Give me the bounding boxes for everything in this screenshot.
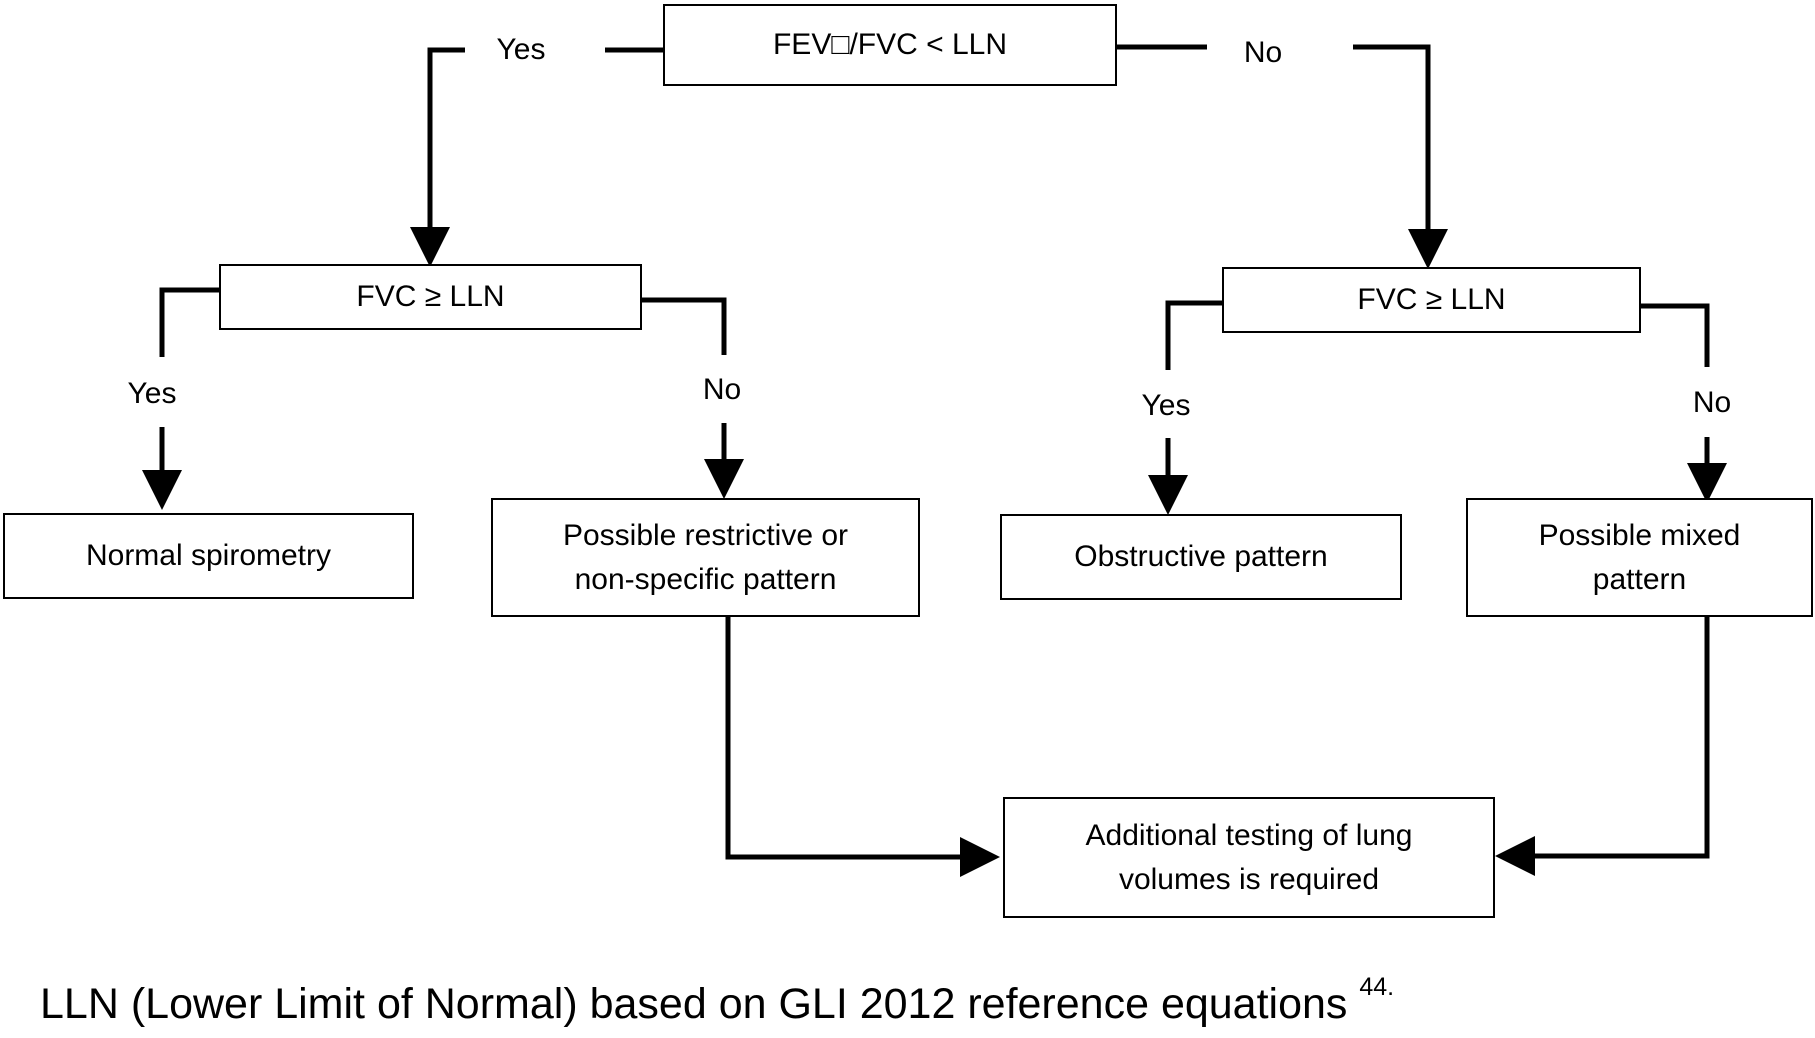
normal-spirometry-box: Normal spirometry (3, 513, 414, 599)
footnote: LLN (Lower Limit of Normal) based on GLI… (40, 973, 1394, 1029)
arrow-root-yes-to-left-test (410, 47, 465, 267)
edge-label-right-no: No (1692, 386, 1732, 419)
root-decision-text: FEV□/FVC < LLN (772, 28, 1008, 61)
mixed-pattern-line-1: Possible mixed (1538, 518, 1741, 552)
additional-testing-box: Additional testing of lung volumes is re… (1003, 797, 1495, 918)
obstructive-pattern-text: Obstructive pattern (1074, 540, 1328, 573)
obstructive-pattern-box: Obstructive pattern (1000, 514, 1402, 600)
left-fvc-decision-text: FVC ≥ LLN (356, 280, 505, 313)
connector-right-test-no (1640, 303, 1710, 367)
connector-right-test-yes (1165, 300, 1223, 370)
normal-spirometry-text: Normal spirometry (85, 539, 332, 572)
restrictive-pattern-box: Possible restrictive or non-specific pat… (491, 498, 920, 617)
arrow-root-no-to-right-test (1353, 44, 1448, 269)
right-fvc-decision-text: FVC ≥ LLN (1357, 283, 1506, 316)
edge-label-right-yes: Yes (1141, 389, 1191, 422)
right-fvc-decision-box: FVC ≥ LLN (1222, 267, 1641, 333)
root-decision-box: FEV□/FVC < LLN (663, 4, 1117, 86)
edge-label-left-yes: Yes (127, 377, 177, 410)
edge-label-root-yes: Yes (496, 33, 546, 66)
footnote-text: LLN (Lower Limit of Normal) based on GLI… (40, 980, 1360, 1028)
connector-left-test-yes (159, 287, 220, 357)
arrow-restrictive-to-additional (725, 617, 1000, 877)
edge-label-left-no: No (702, 373, 742, 406)
arrow-mixed-to-additional (1495, 617, 1710, 876)
restrictive-pattern-line-2: non-specific pattern (574, 562, 837, 596)
footnote-reference: 44. (1359, 972, 1395, 1001)
edge-label-root-no: No (1243, 36, 1283, 69)
connector-left-test-no (641, 297, 727, 355)
left-fvc-decision-box: FVC ≥ LLN (219, 264, 642, 330)
additional-testing-line-1: Additional testing of lung (1085, 818, 1413, 852)
mixed-pattern-box: Possible mixed pattern (1466, 498, 1813, 617)
restrictive-pattern-line-1: Possible restrictive or (562, 518, 849, 552)
mixed-pattern-line-2: pattern (1592, 562, 1687, 596)
additional-testing-line-2: volumes is required (1118, 862, 1380, 896)
